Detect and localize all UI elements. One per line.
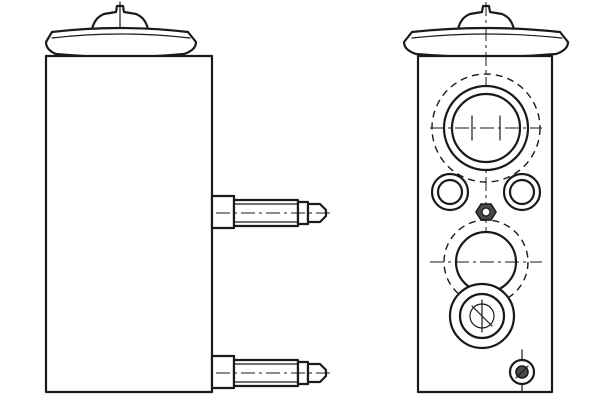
side-lower-pipe-fitting [210, 354, 330, 390]
front-right-small-port [502, 172, 542, 212]
front-middle-port [430, 219, 542, 305]
front-small-bolt [508, 349, 536, 393]
front-bottom-port [448, 282, 516, 350]
front-large-port [430, 73, 542, 183]
side-top-cap [44, 1, 198, 59]
front-sensor-nut [475, 203, 497, 221]
side-upper-pipe-fitting [210, 194, 330, 230]
front-view [402, 2, 570, 394]
side-view [44, 1, 330, 394]
front-left-small-port [430, 172, 470, 212]
side-valve-body [44, 54, 214, 394]
